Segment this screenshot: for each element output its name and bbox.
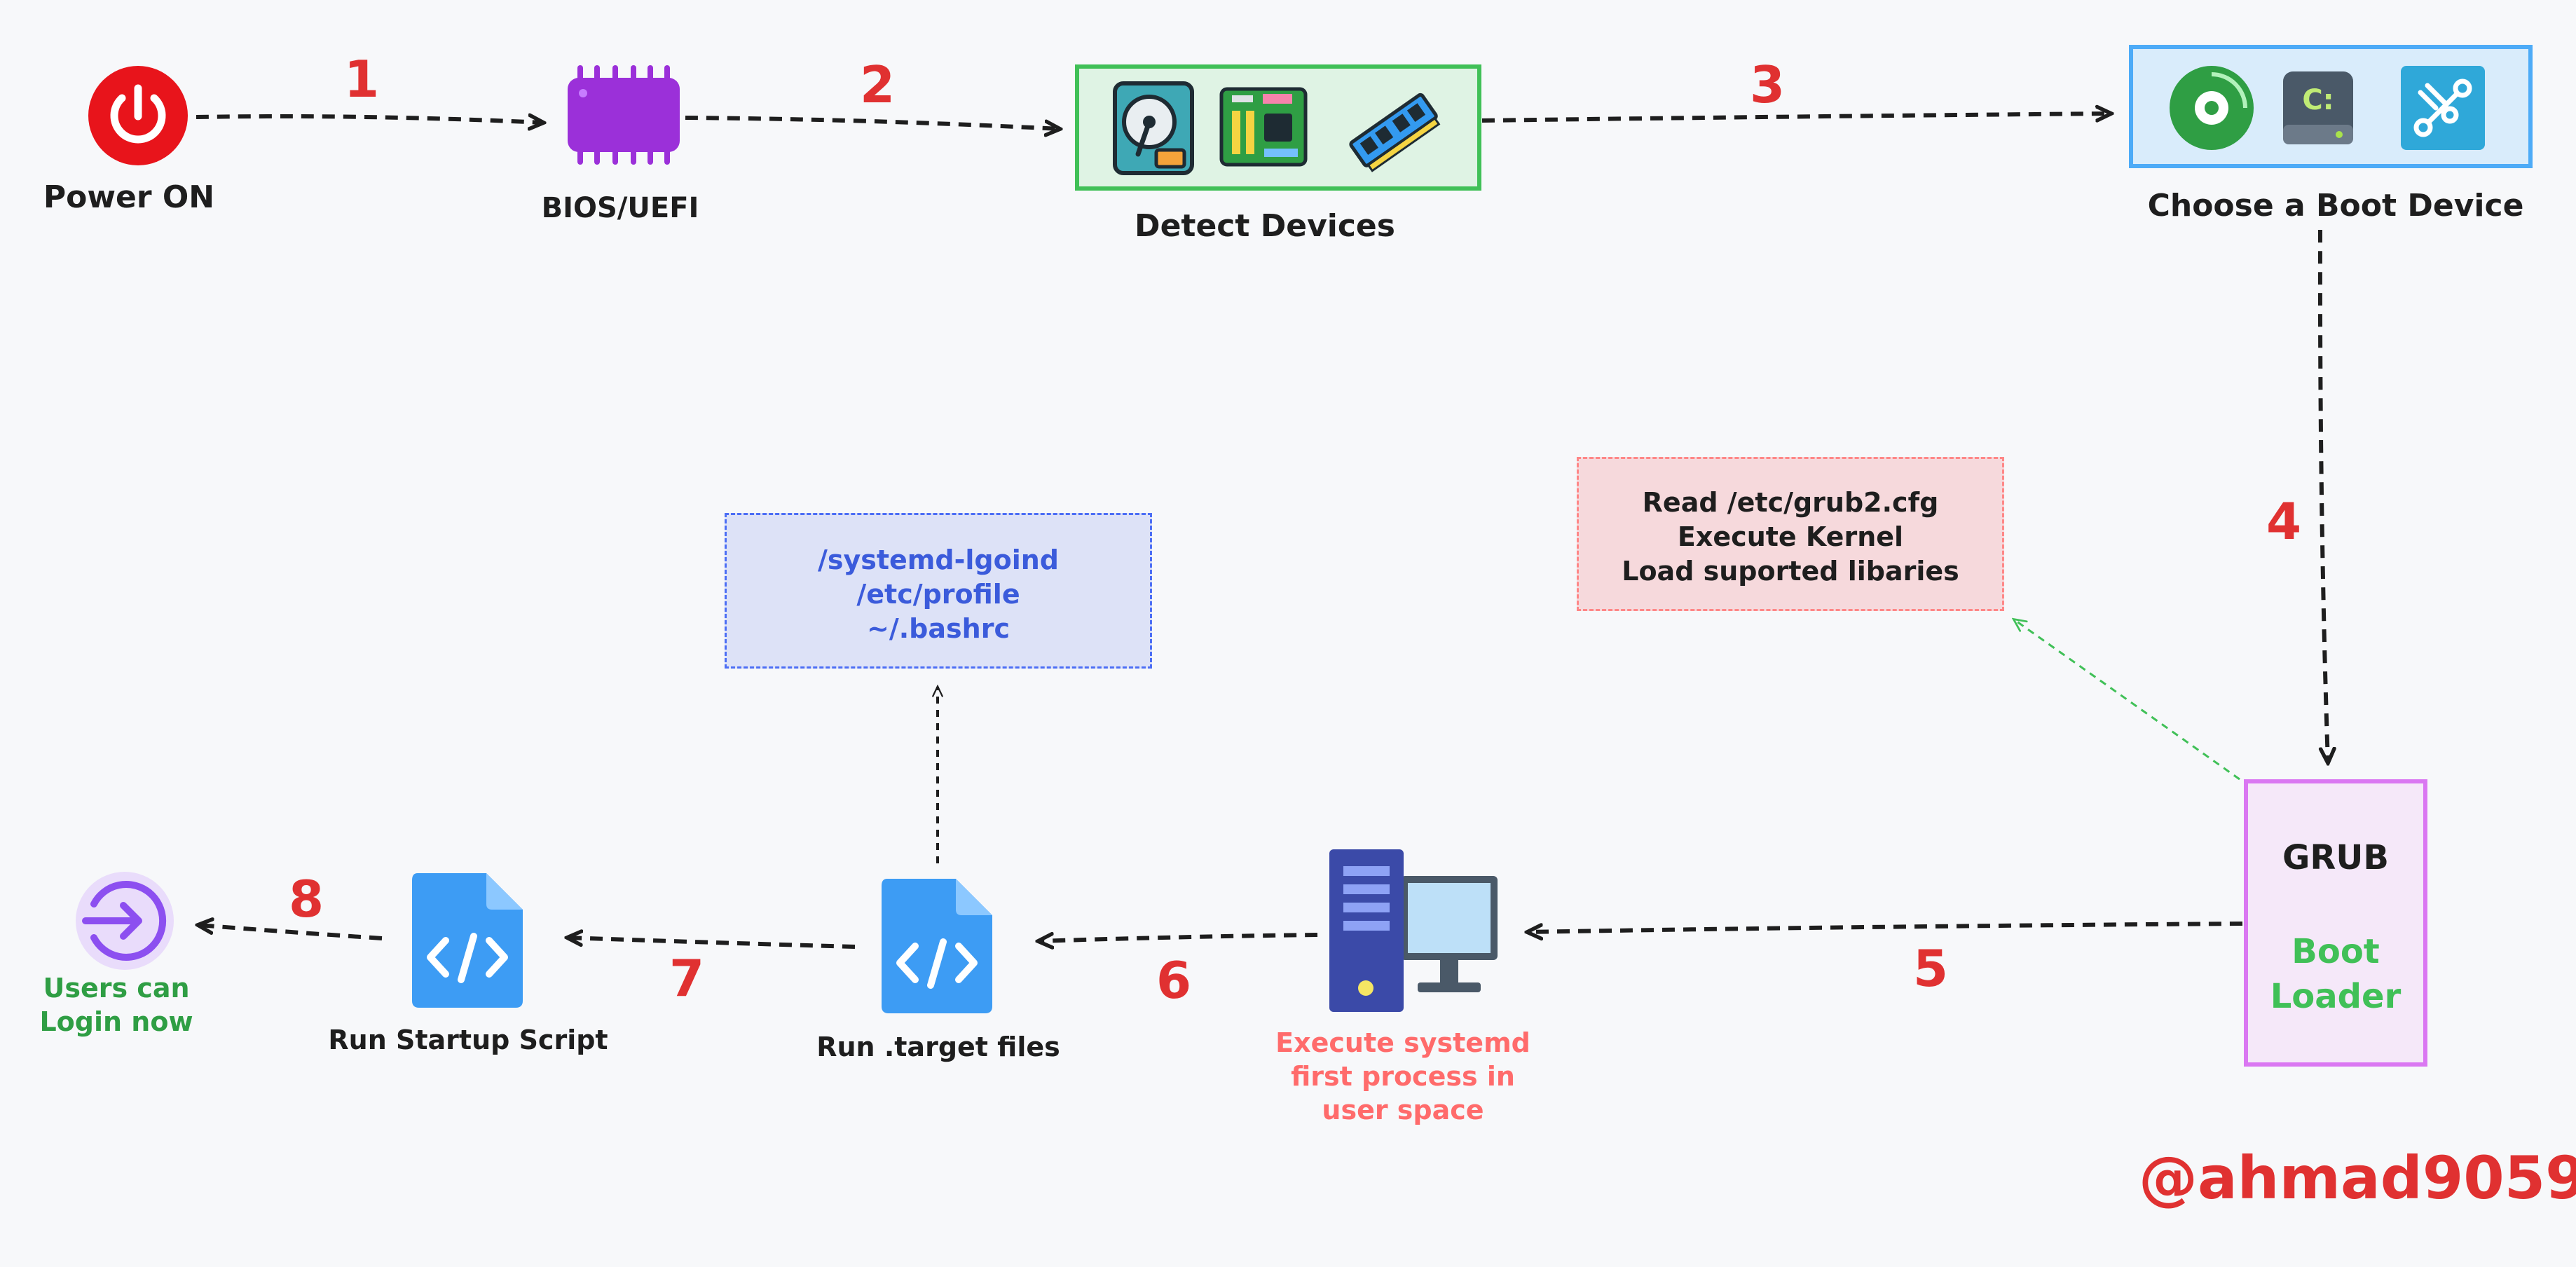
grub-boot-loader-box: GRUB Boot Loader <box>2244 779 2427 1067</box>
chip-icon <box>561 65 687 167</box>
detect-devices-label: Detect Devices <box>1135 208 1395 244</box>
step-number-5: 5 <box>1912 939 1949 998</box>
motherboard-icon <box>1219 87 1308 170</box>
bios-label: BIOS/UEFI <box>541 192 699 224</box>
grub-note-line-1: Read /etc/grub2.cfg <box>1642 487 1939 518</box>
usb-network-icon <box>2399 64 2486 154</box>
grub-subtitle-line-1: Boot <box>2291 932 2380 971</box>
arrow-7 <box>568 938 856 949</box>
target-note-box: /systemd-lgoind /etc/profile ~/.bashrc <box>725 513 1152 669</box>
login-caption-line-2: Login now <box>39 1006 193 1037</box>
code-file-icon <box>409 870 526 1013</box>
code-file-icon <box>879 876 995 1019</box>
power-icon <box>87 64 189 170</box>
systemd-caption: Execute systemd first process in user sp… <box>1275 1026 1530 1127</box>
target-note-line-3: ~/.bashrc <box>867 613 1010 644</box>
arrow-3 <box>1481 114 2111 123</box>
arrow-4 <box>2317 229 2328 762</box>
drive-icon: C: <box>2280 66 2356 153</box>
arrow-grub-to-note <box>2014 619 2240 781</box>
arrow-8 <box>198 925 383 940</box>
ram-icon <box>1344 84 1442 178</box>
author-watermark: @ahmad9059 <box>2139 1144 2576 1212</box>
target-note-line-1: /systemd-lgoind <box>817 545 1059 575</box>
arrow-6 <box>1039 935 1318 941</box>
step-number-8: 8 <box>288 870 324 929</box>
systemd-caption-line-2: first process in <box>1291 1061 1515 1092</box>
cd-disc-icon <box>2168 64 2255 154</box>
step-number-2: 2 <box>859 55 896 114</box>
step-number-6: 6 <box>1156 951 1192 1010</box>
power-on-label: Power ON <box>43 179 215 215</box>
systemd-caption-line-3: user space <box>1322 1095 1484 1125</box>
step-number-1: 1 <box>343 50 380 109</box>
boot-device-box: C: <box>2129 45 2533 168</box>
boot-device-label: Choose a Boot Device <box>2147 188 2524 224</box>
computer-icon <box>1328 848 1499 1018</box>
login-icon <box>73 869 177 975</box>
arrow-2 <box>685 116 1060 129</box>
step-number-3: 3 <box>1749 55 1786 114</box>
arrow-5 <box>1528 922 2243 932</box>
target-files-label: Run .target files <box>816 1032 1060 1062</box>
login-caption: Users can Login now <box>39 971 193 1039</box>
grub-subtitle-line-2: Loader <box>2270 977 2402 1016</box>
arrow-1 <box>196 116 543 123</box>
grub-note-box: Read /etc/grub2.cfg Execute Kernel Load … <box>1577 457 2004 611</box>
systemd-caption-line-1: Execute systemd <box>1275 1027 1530 1058</box>
hard-drive-icon <box>1113 81 1194 178</box>
step-number-4: 4 <box>2266 492 2302 551</box>
detect-devices-box <box>1075 64 1481 191</box>
grub-note-line-3: Load suported libaries <box>1622 556 1959 587</box>
step-number-7: 7 <box>669 949 705 1008</box>
target-note-line-2: /etc/profile <box>856 579 1020 610</box>
login-caption-line-1: Users can <box>43 973 190 1004</box>
drive-letter: C: <box>2302 84 2334 116</box>
grub-note-line-2: Execute Kernel <box>1677 521 1904 552</box>
startup-script-label: Run Startup Script <box>328 1025 608 1055</box>
grub-title: GRUB <box>2282 838 2389 877</box>
